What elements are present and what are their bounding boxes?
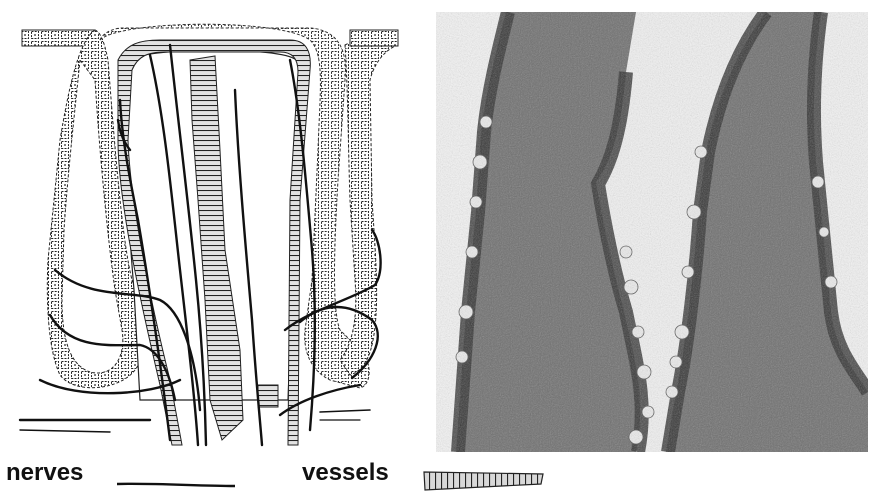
schematic-drawing (0, 0, 430, 455)
vessel-fragment (258, 385, 278, 407)
legend-vessels-label: vessels (302, 461, 389, 485)
micrograph-image (436, 12, 868, 452)
legend-vessel-swatch (423, 470, 545, 492)
legend-nerve-line (117, 480, 235, 490)
epithelium-top-right (350, 30, 398, 46)
epithelium-villus-right (340, 33, 398, 375)
legend-nerves-label: nerves (6, 461, 83, 485)
